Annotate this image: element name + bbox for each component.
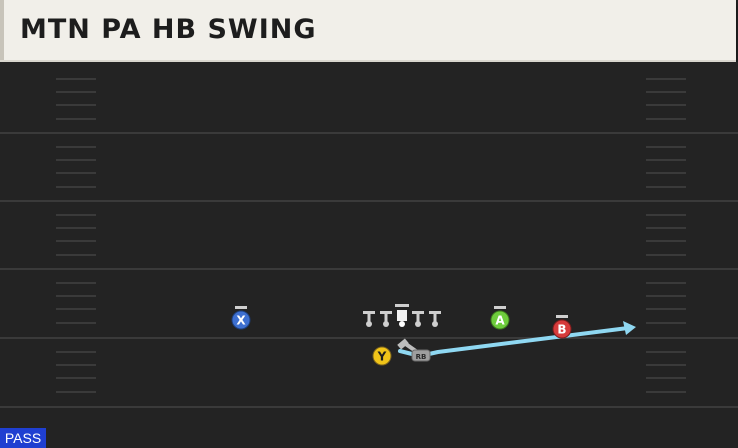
hash-marks-left bbox=[56, 78, 96, 393]
field-turf bbox=[0, 62, 738, 448]
receiver-x: X bbox=[231, 306, 251, 330]
lineman-right-tackle bbox=[429, 311, 441, 327]
play-title-bar: MTN PA HB SWING bbox=[0, 0, 736, 62]
offensive-line bbox=[363, 304, 441, 327]
center bbox=[395, 304, 409, 327]
receiver-y-label: Y bbox=[377, 350, 387, 364]
yard-lines bbox=[0, 132, 738, 408]
title-bar-accent bbox=[0, 0, 4, 60]
lineman-left-guard bbox=[380, 311, 392, 327]
running-back-label: RB bbox=[416, 353, 427, 361]
play-type-badge: PASS bbox=[0, 428, 46, 448]
running-back: RB bbox=[411, 349, 431, 362]
receiver-a-label: A bbox=[495, 314, 505, 328]
receiver-b: B bbox=[552, 315, 572, 339]
receiver-a: A bbox=[490, 306, 510, 330]
play-title: MTN PA HB SWING bbox=[20, 14, 317, 45]
lineman-right-guard bbox=[412, 311, 424, 327]
receiver-y: Y bbox=[372, 346, 392, 366]
play-field: X A B Y RB bbox=[0, 62, 738, 448]
lineman-left-tackle bbox=[363, 311, 375, 327]
route-arrow-icon bbox=[623, 321, 636, 335]
receiver-b-label: B bbox=[557, 323, 566, 337]
hash-marks-right bbox=[646, 78, 686, 393]
receiver-x-label: X bbox=[236, 314, 246, 328]
